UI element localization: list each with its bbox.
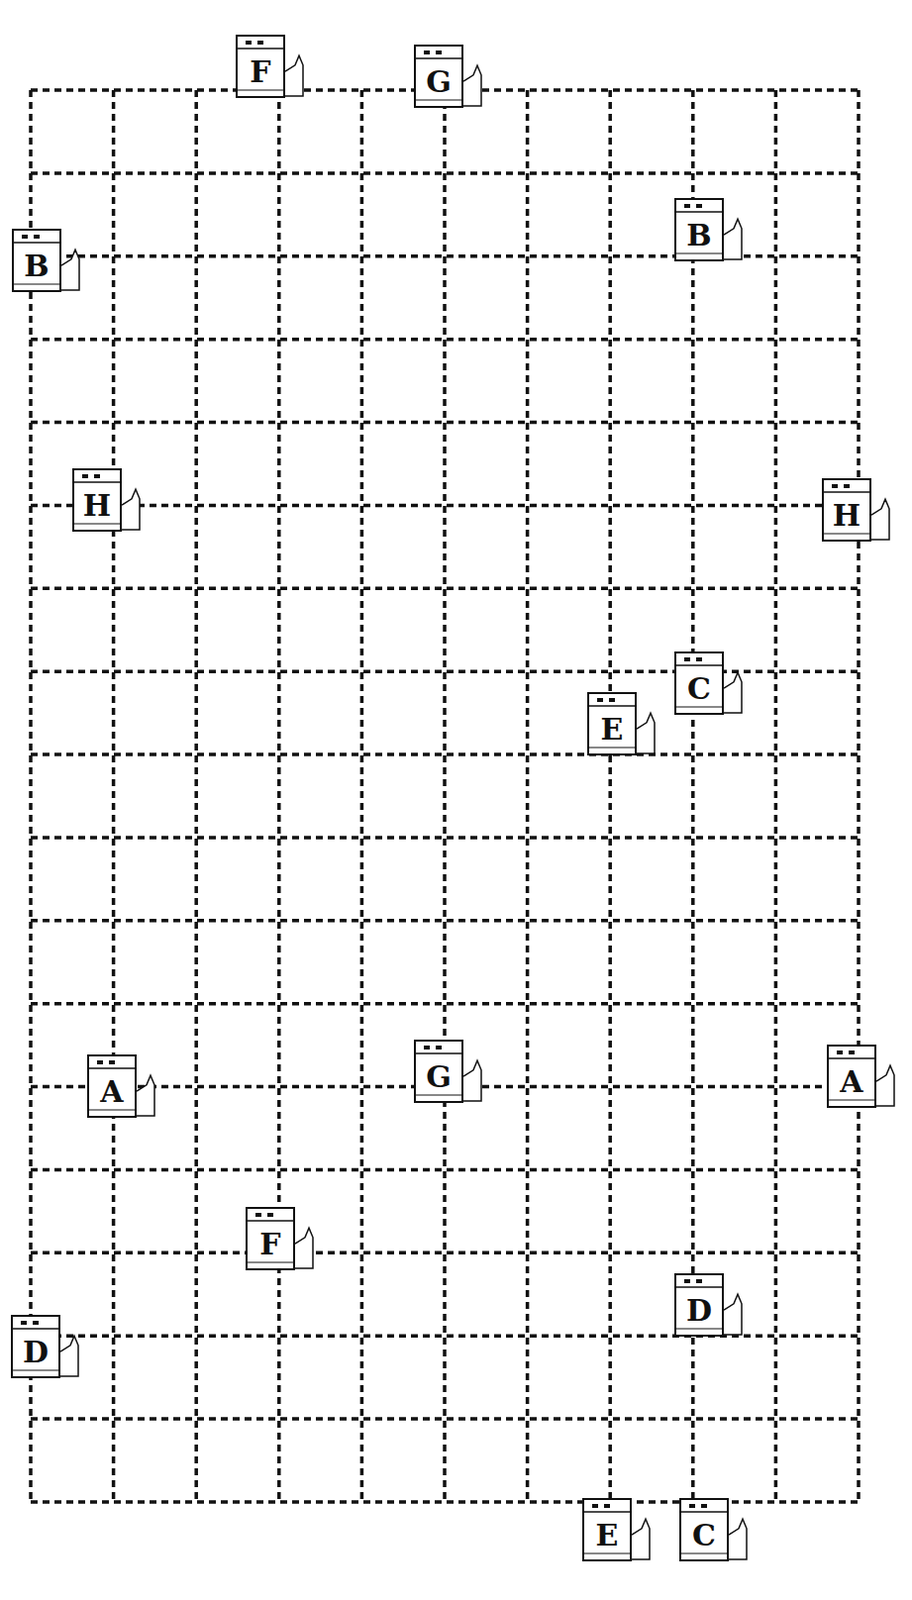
building-icon: A	[826, 1044, 877, 1109]
grid-line	[30, 752, 859, 757]
building-letter: G	[415, 67, 462, 98]
building-letter: G	[415, 1062, 462, 1093]
grid-line	[360, 90, 365, 1503]
building-icon: B	[674, 198, 724, 262]
building-icon: G	[413, 44, 464, 108]
grid-line	[30, 171, 859, 176]
building-icon: D	[674, 1273, 724, 1337]
building-letter: H	[74, 491, 120, 521]
building-letter: C	[676, 674, 722, 705]
grid-line	[28, 90, 33, 1503]
building-letter: F	[247, 1229, 294, 1260]
grid-line	[277, 90, 282, 1503]
building-letter: C	[681, 1520, 727, 1551]
grid-line	[111, 90, 116, 1503]
grid-line	[194, 90, 199, 1503]
building-letter: D	[12, 1337, 59, 1368]
building-letter: A	[89, 1077, 135, 1108]
building-icon: G	[413, 1039, 464, 1104]
grid-line	[30, 918, 859, 923]
building-icon: H	[821, 478, 872, 542]
grid-line	[30, 1002, 859, 1007]
building-icon: E	[582, 1498, 632, 1562]
building-letter: D	[676, 1296, 722, 1326]
grid-line	[774, 90, 779, 1503]
building-icon: B	[11, 228, 62, 293]
grid-line	[30, 669, 859, 674]
building-icon: F	[235, 34, 286, 99]
building-icon: A	[87, 1054, 137, 1118]
grid-line	[30, 1251, 859, 1256]
building-icon: E	[587, 692, 637, 756]
building-icon: H	[72, 468, 122, 532]
building-icon: C	[674, 651, 724, 715]
building-letter: A	[828, 1067, 875, 1098]
building-letter: B	[676, 220, 722, 251]
grid-line	[30, 504, 859, 508]
grid-line	[30, 1168, 859, 1173]
grid-line	[30, 1417, 859, 1421]
building-letter: B	[13, 251, 60, 282]
building-letter: E	[589, 714, 635, 745]
building-icon: F	[245, 1207, 296, 1271]
grid-line	[856, 90, 861, 1503]
grid-line	[30, 587, 859, 592]
building-icon: D	[10, 1315, 61, 1379]
grid-line	[30, 420, 859, 425]
building-letter: H	[823, 501, 870, 531]
grid-line	[30, 337, 859, 342]
building-letter: E	[584, 1520, 630, 1551]
building-icon: C	[679, 1498, 729, 1562]
grid-line	[608, 90, 612, 1503]
grid-line	[30, 835, 859, 840]
grid-line	[525, 90, 530, 1503]
grid-line	[30, 1500, 859, 1505]
building-letter: F	[237, 57, 284, 88]
grid-line	[442, 90, 447, 1503]
